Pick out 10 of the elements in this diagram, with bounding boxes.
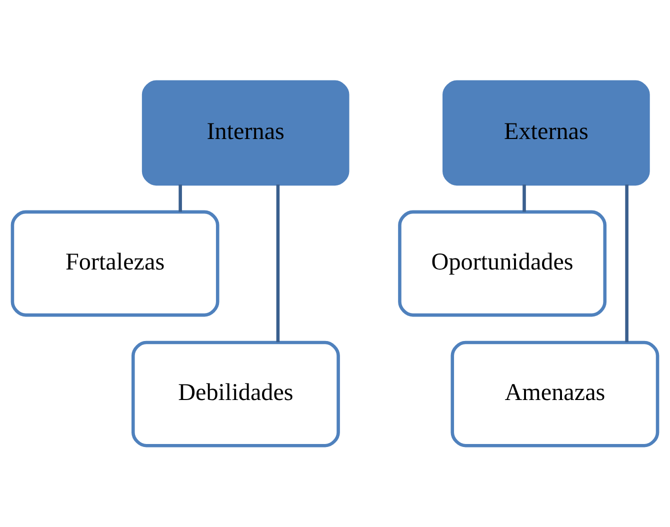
node-box: Fortalezas bbox=[10, 210, 220, 317]
connector bbox=[276, 184, 280, 342]
node-box: Oportunidades bbox=[398, 210, 607, 317]
node-box: Amenazas bbox=[450, 340, 660, 448]
node-box: Externas bbox=[442, 80, 650, 186]
connector bbox=[178, 184, 182, 212]
node-box: Internas bbox=[142, 80, 350, 186]
connector bbox=[522, 184, 526, 212]
node-box: Debilidades bbox=[132, 340, 340, 448]
connector bbox=[625, 184, 628, 342]
